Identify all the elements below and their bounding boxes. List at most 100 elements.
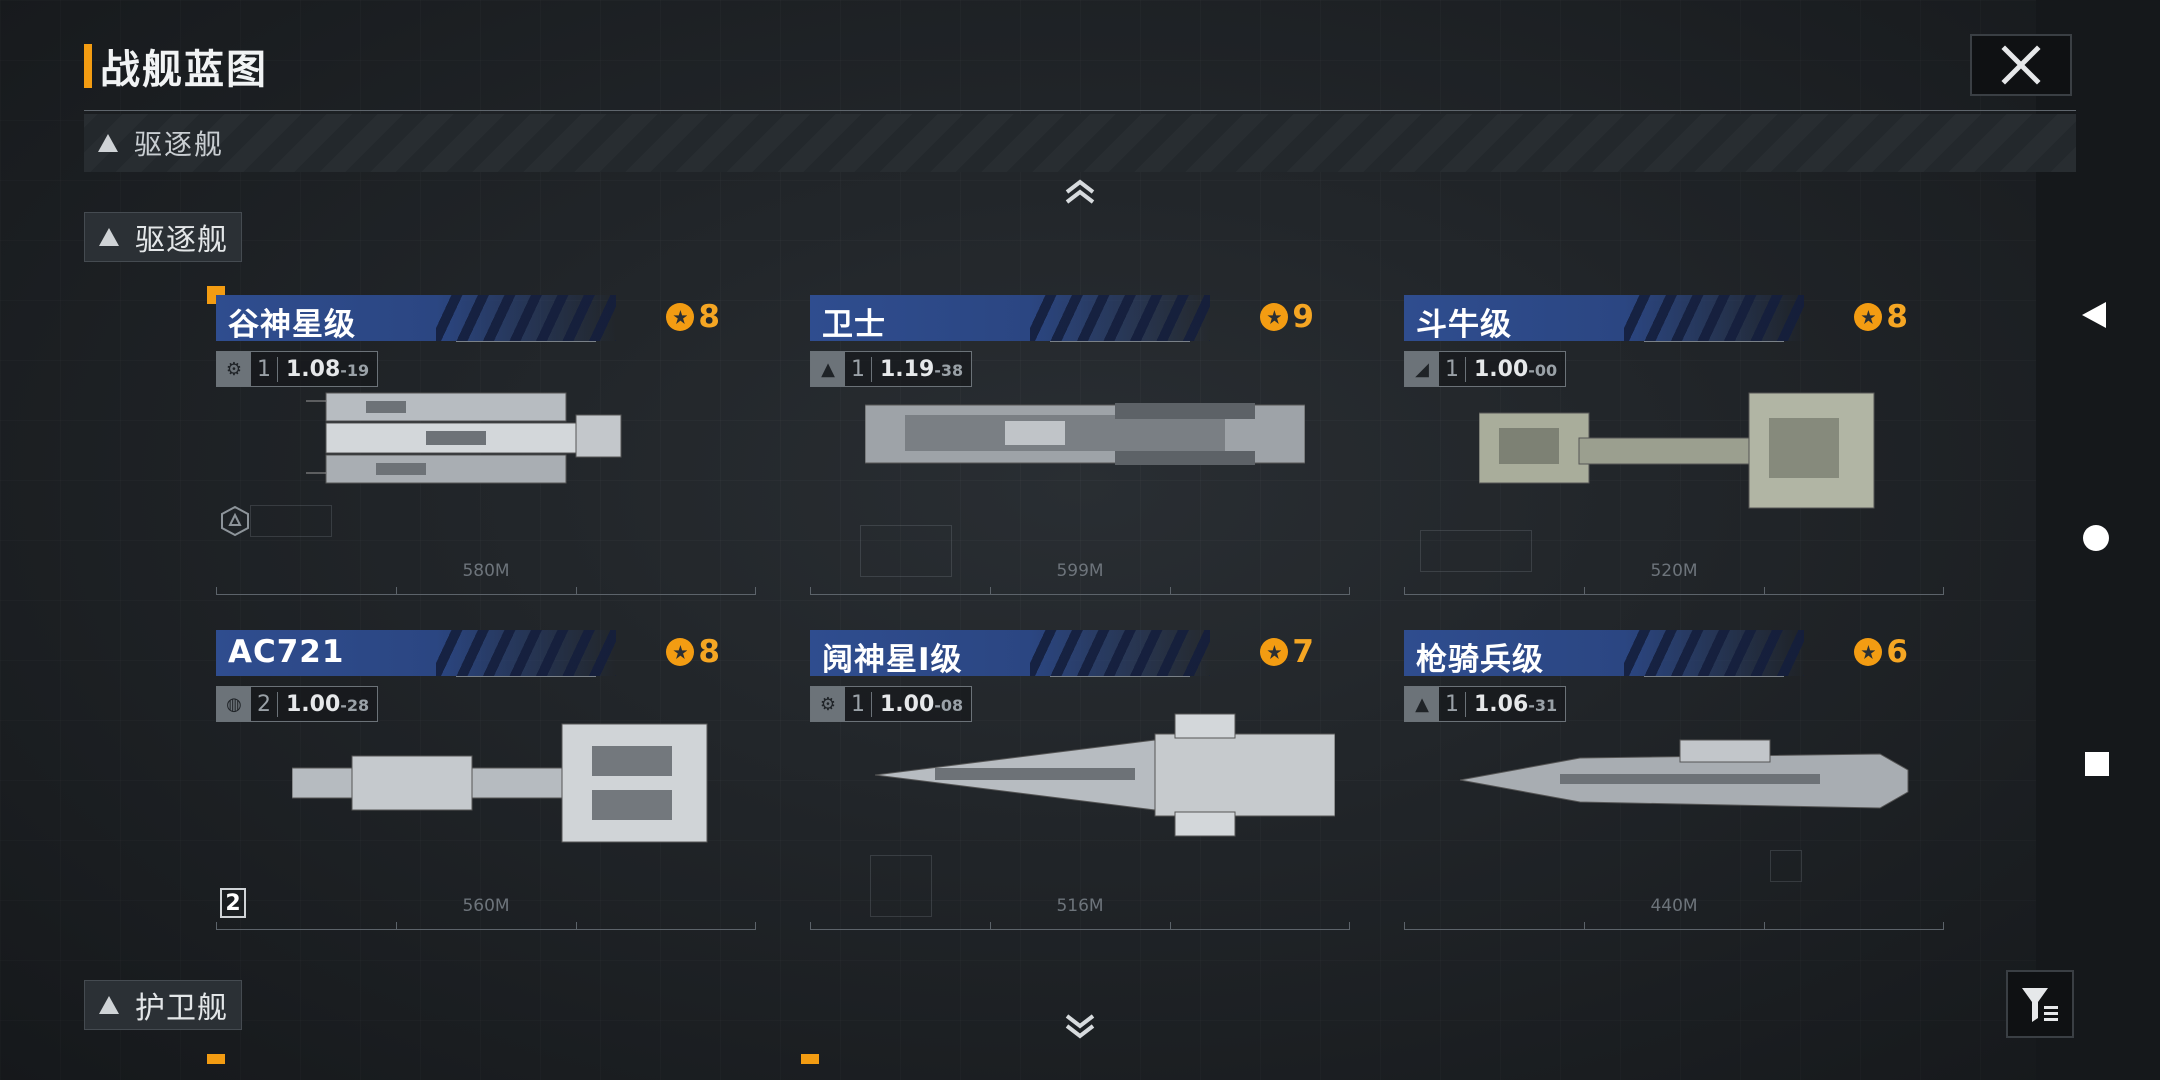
ship-ratio: 1.00-28: [286, 691, 370, 717]
ship-length-scale: 580M: [216, 545, 756, 595]
ship-level: 1: [845, 691, 872, 717]
faction-icon: ▲: [1405, 687, 1439, 721]
faction-icon: ▲: [811, 352, 845, 386]
ship-level: 2: [251, 691, 278, 717]
ship-name: AC721: [228, 634, 345, 670]
title-accent: [84, 44, 92, 88]
ship-length: 440M: [1650, 896, 1698, 916]
blueprint-decor: [870, 855, 932, 917]
globe-icon: ◍: [217, 687, 251, 721]
ship-card-header: [810, 295, 1210, 341]
ship-card-header: [810, 630, 1210, 676]
ship-length-scale: 560M: [216, 880, 756, 930]
score-value: 6: [1886, 634, 1908, 670]
chevron-down-icon[interactable]: [1063, 1012, 1097, 1040]
ship-image: [306, 373, 636, 484]
ship-length: 520M: [1650, 561, 1698, 581]
ship-ratio: 1.08-19: [286, 356, 370, 382]
score-value: 8: [698, 634, 720, 670]
section-label-frigate: 护卫舰: [84, 980, 242, 1030]
ship-stats: ◍ 2 1.00-28: [216, 686, 379, 722]
ship-image: [875, 710, 1335, 837]
back-icon[interactable]: [2080, 300, 2108, 330]
ship-score: 8: [666, 299, 720, 335]
ship-stats: ▲ 1 1.06-31: [1404, 686, 1567, 722]
ship-card[interactable]: 斗牛级 8 ◢ 1 1.00-00 520M: [1404, 295, 1944, 595]
ship-stats: ⚙ 1 1.00-08: [810, 686, 973, 722]
filter-icon: [2022, 988, 2058, 1022]
ship-length-scale: 599M: [810, 545, 1350, 595]
ship-card-header: [216, 295, 616, 341]
category-dropdown[interactable]: 驱逐舰: [84, 114, 2076, 172]
tier-badge: 2: [220, 888, 246, 918]
close-icon: [2001, 45, 2041, 85]
command-point-icon: [666, 303, 695, 331]
command-point-icon: [1260, 303, 1289, 331]
ship-image: [292, 716, 712, 843]
ship-stats: ▲ 1 1.19-38: [810, 351, 973, 387]
section-label-destroyer: 驱逐舰: [84, 212, 242, 262]
blueprint-decor: [1770, 850, 1802, 882]
ship-name: 卫士: [822, 307, 886, 343]
ship-card[interactable]: 阋神星Ⅰ级 7 ⚙ 1 1.00-08 516M: [810, 630, 1350, 930]
connector-line: [456, 341, 596, 342]
ship-card-header: [1404, 630, 1804, 676]
ship-card[interactable]: 谷神星级 8 ⚙ 1 1.08-19 580M: [216, 295, 756, 595]
ship-image: [1479, 383, 1879, 509]
ship-score: 7: [1260, 634, 1314, 670]
connector-line: [1644, 676, 1784, 677]
ship-length: 560M: [462, 896, 510, 916]
faction-icon: ⚙: [811, 687, 845, 721]
ship-level: 1: [1439, 691, 1466, 717]
command-point-icon: [1854, 638, 1883, 666]
new-marker: [207, 1054, 225, 1064]
ship-name: 斗牛级: [1416, 307, 1512, 343]
hexagon-icon: [221, 505, 249, 537]
ship-stats: ⚙ 1 1.08-19: [216, 351, 379, 387]
ship-type-icon: [98, 134, 118, 152]
score-value: 9: [1292, 299, 1314, 335]
ship-ratio: 1.00-08: [880, 691, 964, 717]
ship-card[interactable]: AC721 8 ◍ 2 1.00-28 2 560M: [216, 630, 756, 930]
title-group: 战舰蓝图: [84, 40, 268, 93]
section-label-text: 驱逐舰: [135, 223, 228, 258]
ship-stats: ◢ 1 1.00-00: [1404, 351, 1567, 387]
command-point-icon: [666, 638, 695, 666]
ship-card[interactable]: 卫士 9 ▲ 1 1.19-38 599M: [810, 295, 1350, 595]
section-label-text: 护卫舰: [135, 991, 228, 1026]
ship-length: 599M: [1056, 561, 1104, 581]
chevron-up-icon[interactable]: [1063, 178, 1097, 206]
blueprint-decor: [250, 505, 332, 537]
home-icon[interactable]: [2082, 524, 2110, 552]
ship-name: 枪骑兵级: [1416, 642, 1544, 678]
ship-score: 8: [1854, 299, 1908, 335]
recent-apps-icon[interactable]: [2084, 751, 2110, 777]
faction-icon: ◢: [1405, 352, 1439, 386]
blueprint-decor: [1420, 530, 1532, 572]
ship-ratio: 1.00-00: [1474, 356, 1558, 382]
score-value: 8: [698, 299, 720, 335]
blueprint-decor: [860, 525, 952, 577]
ship-name: 阋神星Ⅰ级: [822, 642, 963, 678]
ship-card-header: [1404, 295, 1804, 341]
connector-line: [456, 676, 596, 677]
ship-type-icon: [99, 228, 119, 246]
ship-ratio: 1.19-38: [880, 356, 964, 382]
ship-length-scale: 440M: [1404, 880, 1944, 930]
close-button[interactable]: [1970, 34, 2072, 96]
command-point-icon: [1854, 303, 1883, 331]
ship-score: 6: [1854, 634, 1908, 670]
ship-card-header: [216, 630, 616, 676]
ship-image: [1460, 730, 1910, 820]
ship-name: 谷神星级: [228, 307, 356, 343]
ship-card[interactable]: 枪骑兵级 6 ▲ 1 1.06-31 440M: [1404, 630, 1944, 930]
connector-line: [1050, 676, 1190, 677]
new-marker: [801, 1054, 819, 1064]
score-value: 7: [1292, 634, 1314, 670]
connector-line: [1050, 341, 1190, 342]
filter-button[interactable]: [2006, 970, 2074, 1038]
ship-level: 1: [845, 356, 872, 382]
ship-score: 8: [666, 634, 720, 670]
connector-line: [1644, 341, 1784, 342]
ship-level: 1: [251, 356, 278, 382]
